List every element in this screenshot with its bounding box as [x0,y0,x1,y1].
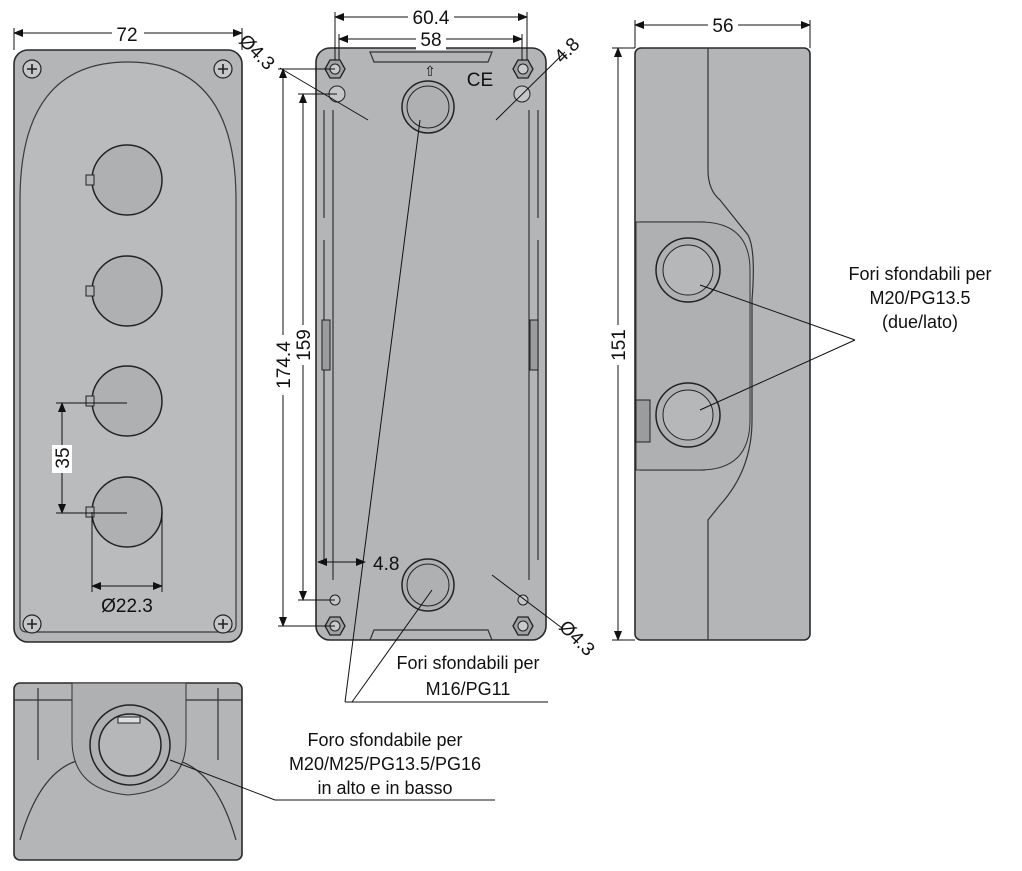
ce-mark: CE [467,70,493,91]
back-view: ⇧ CE 60.4 58 174.4 159 Ø4.3 4.8 4.8 Ø4.3… [234,5,598,703]
screw-icon [22,614,42,634]
bottom-note-line2: M20/M25/PG13.5/PG16 [289,754,481,774]
side-note-line3: (due/lato) [882,312,958,332]
depth-dimension: 56 [712,16,733,37]
back-note-line1: Fori sfondabili per [396,653,539,673]
inner-height-dimension: 159 [294,329,315,361]
arrow-up-icon: ⇧ [424,65,436,80]
bottom-hole-dimension: Ø4.3 [554,617,598,661]
nut-icon [512,59,534,79]
nut-icon [512,616,534,636]
height-dimension: 151 [609,329,630,361]
bottom-view: Foro sfondabile per M20/M25/PG13.5/PG16 … [13,682,495,861]
hole-diameter-dimension: Ø22.3 [101,596,153,617]
back-note-line2: M16/PG11 [426,679,511,699]
screw-icon [213,614,233,634]
bottom-note-line3: in alto e in basso [317,778,452,798]
screw-icon [213,59,233,79]
top-offset-dimension: 4.8 [551,34,585,68]
outer-width-dimension: 60.4 [413,8,450,29]
inner-width-dimension: 58 [420,30,441,51]
outer-height-dimension: 174.4 [274,341,295,389]
side-view: 56 151 Fori sfondabili per M20/PG13.5 (d… [607,14,992,641]
button-holes [85,144,163,548]
pitch-dimension: 35 [53,447,74,468]
front-view: 72 35 Ø22.3 [13,22,243,643]
side-note-line2: M20/PG13.5 [869,288,970,308]
screw-icon [22,59,42,79]
bottom-offset-dimension: 4.8 [373,554,399,575]
width-dimension: 72 [116,25,137,46]
bottom-note-line1: Foro sfondabile per [307,730,462,750]
side-note-line1: Fori sfondabili per [848,264,991,284]
